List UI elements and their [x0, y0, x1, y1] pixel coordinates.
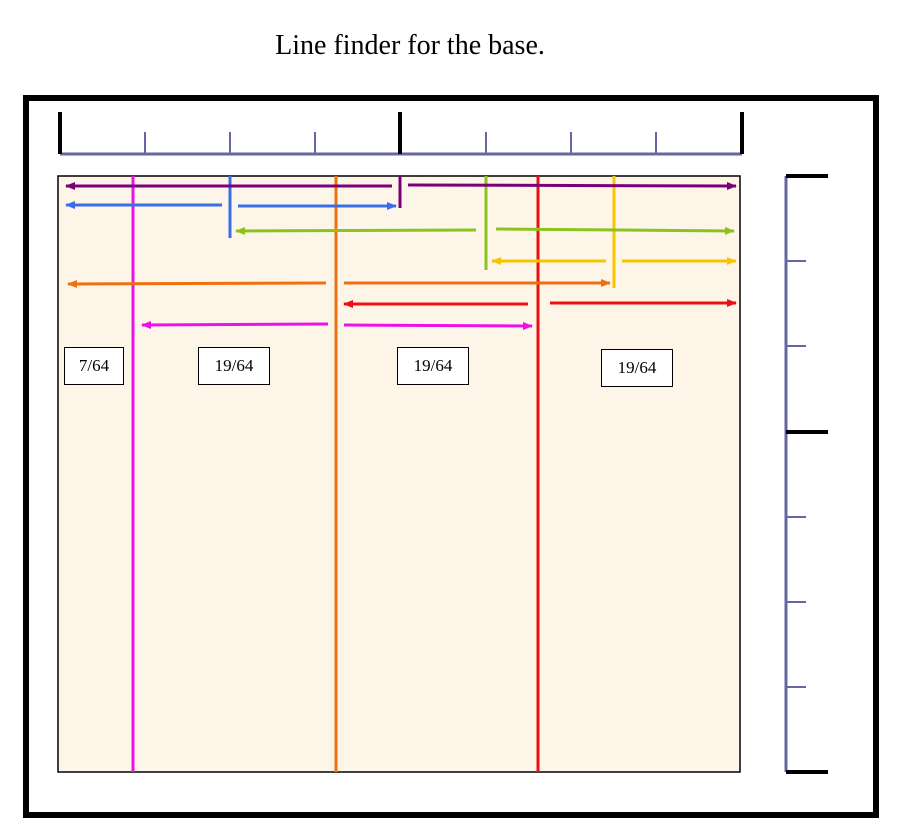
green-arrow-left: [235, 226, 477, 235]
width-label-7-64: 7/64: [64, 347, 124, 385]
top-ruler: [58, 112, 744, 156]
magenta-arrow-right: [343, 321, 533, 330]
magenta-arrow-left: [141, 320, 329, 329]
green-arrow-right: [495, 226, 735, 235]
width-label-19-64-third: 19/64: [601, 349, 673, 387]
outer-frame: [23, 95, 879, 818]
right-ruler: [784, 174, 828, 774]
width-label-19-64-second: 19/64: [397, 347, 469, 385]
base-panel: [57, 175, 741, 773]
orange-arrow-left: [67, 279, 327, 288]
purple-arrow-right: [407, 181, 737, 190]
diagram-title: Line finder for the base.: [275, 30, 545, 61]
width-label-19-64-first: 19/64: [198, 347, 270, 385]
